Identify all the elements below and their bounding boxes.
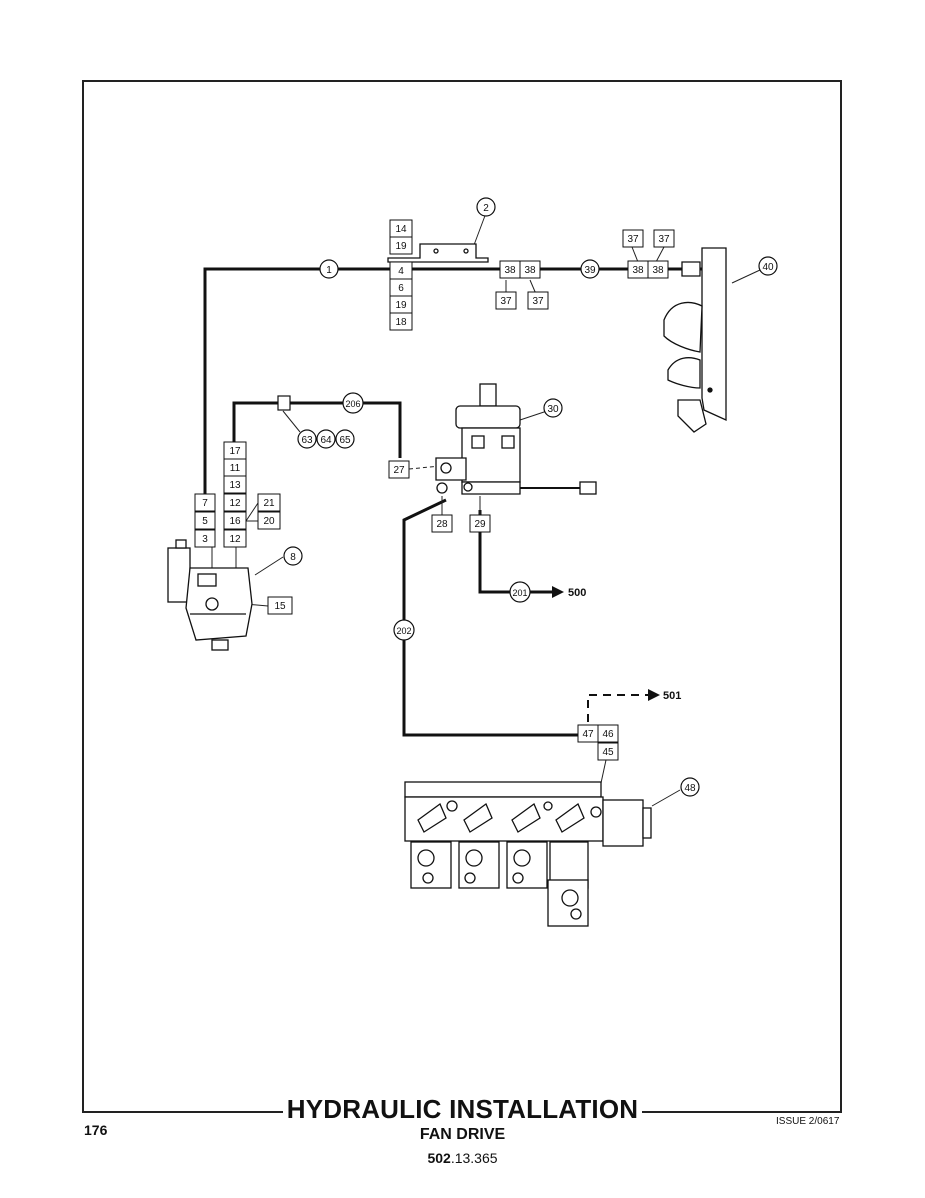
callout-201 <box>509 581 531 603</box>
box-19-lower: 19 <box>395 300 407 311</box>
fan-motor <box>663 247 727 433</box>
title-rule-right <box>645 1111 742 1113</box>
hose-202 <box>402 498 582 737</box>
callout-65 <box>335 429 355 449</box>
box-12-lower: 12 <box>229 534 241 545</box>
box-38-b: 38 <box>524 265 536 276</box>
issue-label: ISSUE 2/0617 <box>776 1116 840 1127</box>
main-pump <box>167 539 253 651</box>
arrow-500-label: 500 <box>568 587 586 599</box>
callout-40 <box>758 256 778 276</box>
box-3: 3 <box>202 534 208 545</box>
drive-pump <box>435 383 597 495</box>
leader-lines <box>211 212 761 807</box>
arrow-500-icon <box>552 586 564 598</box>
callout-39 <box>580 259 600 279</box>
box-20: 20 <box>263 516 275 527</box>
box-37-c: 37 <box>627 234 639 245</box>
fitting-icon <box>277 395 291 411</box>
callout-8 <box>283 546 303 566</box>
callout-64-label: 64 <box>320 435 332 446</box>
callout-30-label: 30 <box>547 404 559 415</box>
box-46: 46 <box>602 729 614 740</box>
page-subtitle: FAN DRIVE <box>419 1126 506 1143</box>
box-27: 27 <box>393 465 405 476</box>
callout-48 <box>680 777 700 797</box>
box-21: 21 <box>263 498 275 509</box>
box-6: 6 <box>398 283 404 294</box>
box-5: 5 <box>202 516 208 527</box>
box-38-d: 38 <box>652 265 664 276</box>
box-12-upper: 12 <box>229 498 241 509</box>
page-number: 176 <box>84 1122 108 1138</box>
callout-2-label: 2 <box>483 203 489 214</box>
callout-labels: 1 2 39 40 30 206 63 64 65 8 201 202 48 <box>290 203 774 794</box>
callout-201-label: 201 <box>512 588 527 598</box>
title-rule-left <box>148 1111 283 1113</box>
callout-202 <box>393 619 415 641</box>
callout-40-label: 40 <box>762 262 774 273</box>
callout-65-label: 65 <box>339 435 351 446</box>
bracket <box>387 243 489 263</box>
valve-block <box>404 781 652 927</box>
section-code: 502.13.365 <box>427 1150 498 1166</box>
arrow-501-icon <box>648 689 660 701</box>
box-16: 16 <box>229 516 241 527</box>
hose-501-dashed <box>587 694 648 722</box>
box-19-upper: 19 <box>395 241 407 252</box>
arrow-501-label: 501 <box>663 690 681 702</box>
callouts <box>283 197 778 797</box>
callout-1-label: 1 <box>326 265 332 276</box>
box-18: 18 <box>395 317 407 328</box>
hose-201 <box>478 510 552 594</box>
callout-64 <box>316 429 336 449</box>
box-38-c: 38 <box>632 265 644 276</box>
box-15: 15 <box>274 601 286 612</box>
callout-202-label: 202 <box>396 626 411 636</box>
callout-63-label: 63 <box>301 435 313 446</box>
box-37-a: 37 <box>500 296 512 307</box>
callout-30 <box>543 398 563 418</box>
callout-2 <box>476 197 496 217</box>
part-box-labels: 14 19 4 6 19 18 38 38 37 37 37 37 38 38 … <box>202 224 670 758</box>
part-boxes <box>194 219 675 761</box>
box-28: 28 <box>436 519 448 530</box>
hose-206 <box>232 401 402 495</box>
box-45: 45 <box>602 747 614 758</box>
callout-206 <box>342 392 364 414</box>
box-7: 7 <box>202 498 208 509</box>
callout-63 <box>297 429 317 449</box>
box-37-d: 37 <box>658 234 670 245</box>
box-29: 29 <box>474 519 486 530</box>
callout-39-label: 39 <box>584 265 596 276</box>
box-13: 13 <box>229 480 241 491</box>
box-14: 14 <box>395 224 407 235</box>
box-17: 17 <box>229 446 241 457</box>
callout-206-label: 206 <box>345 399 360 409</box>
callout-8-label: 8 <box>290 552 296 563</box>
callout-1 <box>319 259 339 279</box>
box-47: 47 <box>582 729 594 740</box>
box-37-b: 37 <box>532 296 544 307</box>
box-11: 11 <box>230 463 241 474</box>
box-4: 4 <box>398 266 404 277</box>
box-38-a: 38 <box>504 265 516 276</box>
page-title: HYDRAULIC INSTALLATION <box>0 1094 925 1125</box>
callout-48-label: 48 <box>684 783 696 794</box>
